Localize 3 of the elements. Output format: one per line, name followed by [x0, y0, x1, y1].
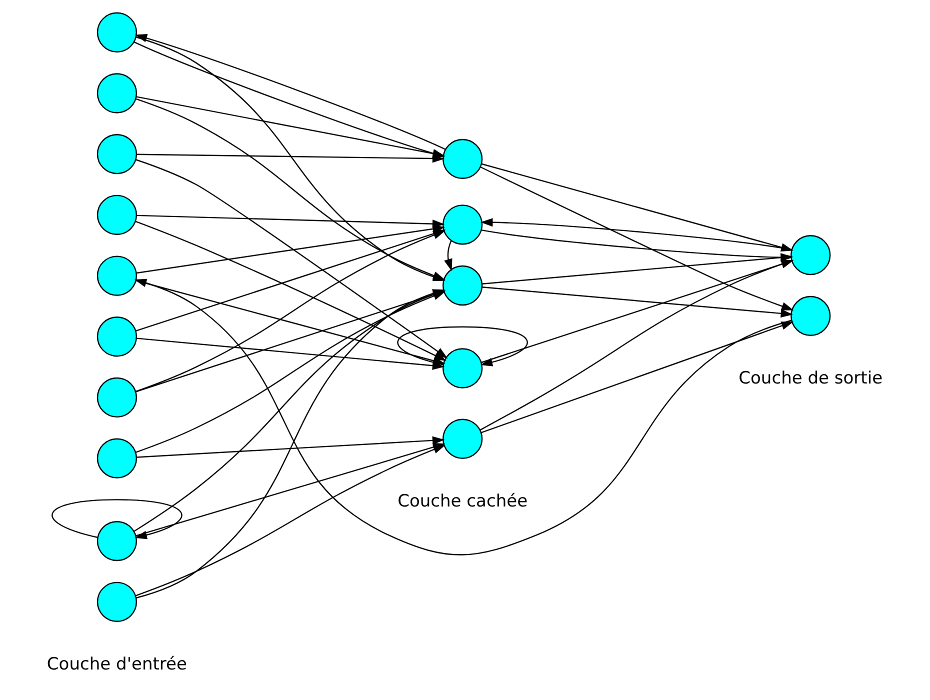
label: Couche d'entrée	[46, 654, 187, 675]
label: Couche cachée	[398, 492, 528, 512]
label: Couche de sortie	[738, 368, 883, 389]
